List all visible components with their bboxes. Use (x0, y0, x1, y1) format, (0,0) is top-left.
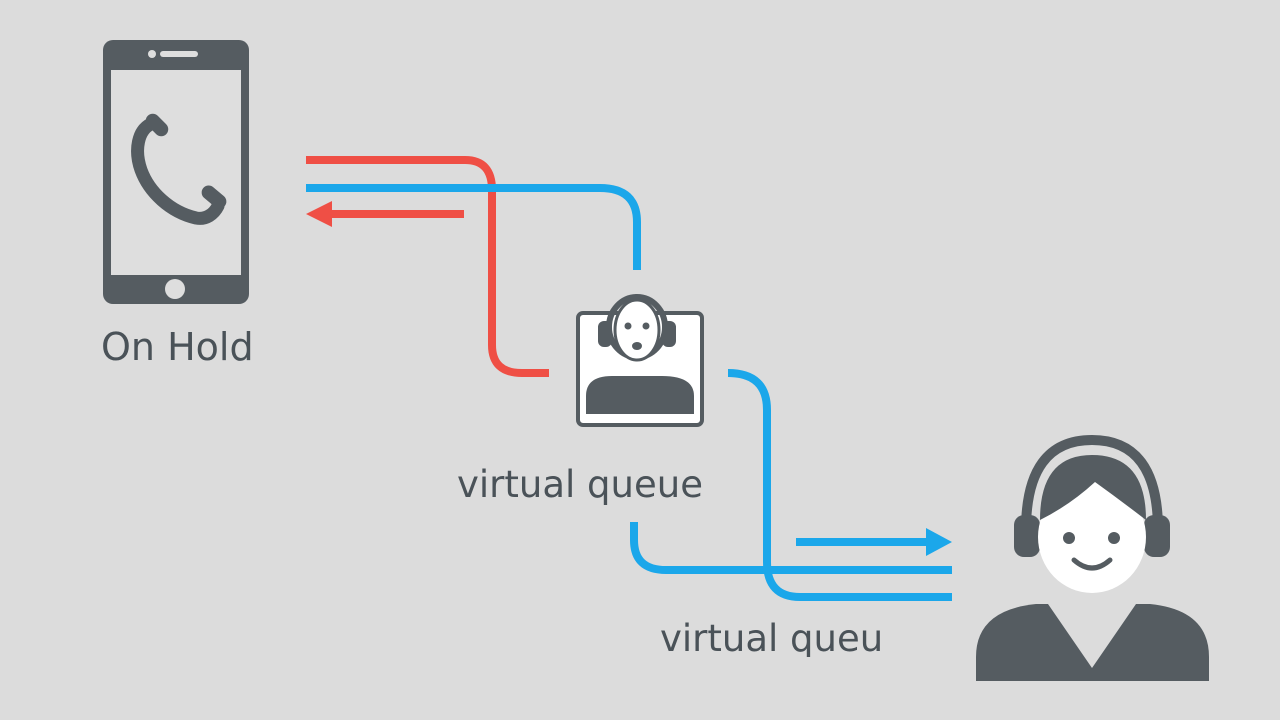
queue-line-to-agent-upper (727, 369, 952, 601)
on-hold-label: On Hold (101, 325, 254, 369)
queue-agent-icon (576, 294, 704, 427)
live-agent-icon (976, 434, 1209, 681)
hold-return-arrow (306, 201, 464, 227)
smartphone-icon (103, 40, 249, 304)
virtual-queue-label: virtual queue (457, 463, 703, 506)
queue-line-to-agent-lower (630, 522, 952, 574)
agent-connect-arrow (796, 528, 952, 556)
hold-line-outbound (306, 156, 549, 377)
virtual-queue-secondary-label: virtual queue (660, 620, 884, 657)
queue-line-inbound (306, 184, 641, 270)
phone-handset-icon (131, 113, 227, 225)
